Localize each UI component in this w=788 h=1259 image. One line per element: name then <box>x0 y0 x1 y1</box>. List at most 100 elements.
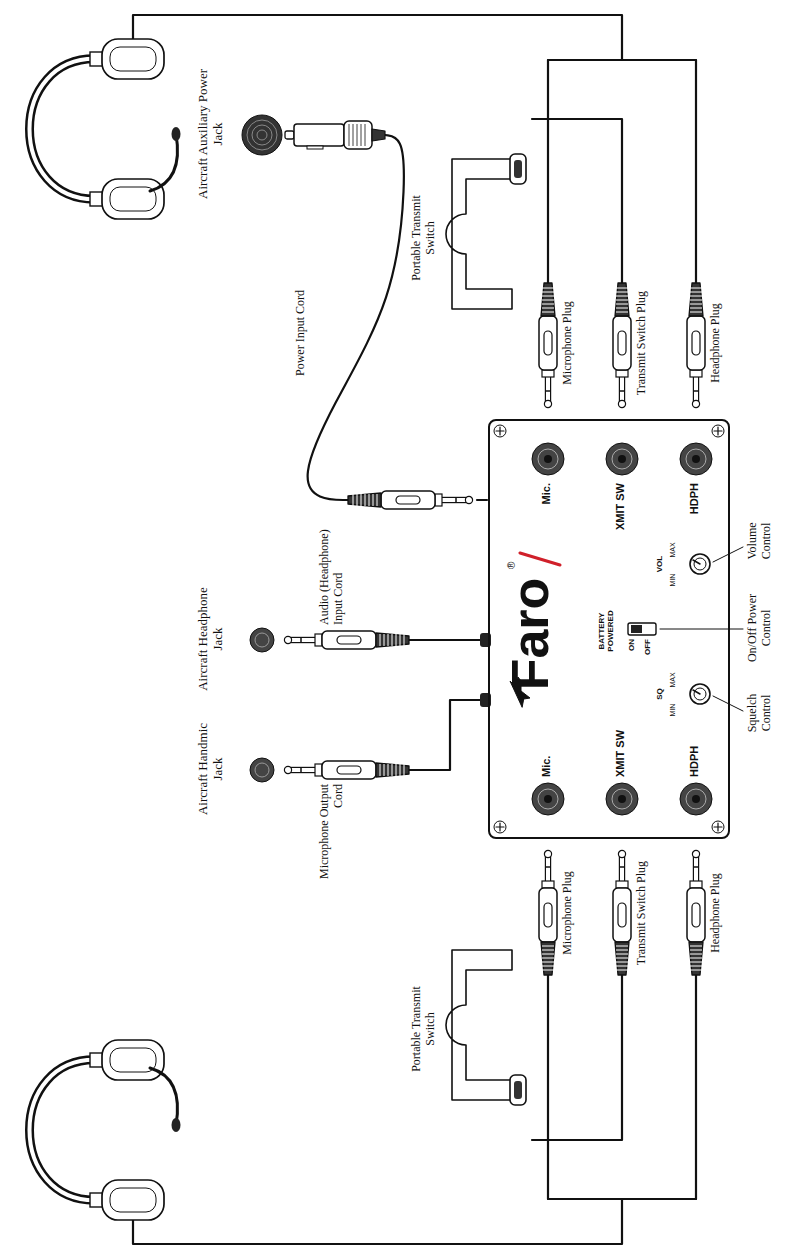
grip-rib <box>357 124 358 146</box>
strain-relief-rib <box>616 308 628 309</box>
strain-relief-rib <box>542 950 554 951</box>
strain-relief-rib <box>616 950 628 951</box>
strain-relief-rib <box>542 962 554 963</box>
strain-relief-rib <box>380 634 381 646</box>
plug-strain-relief <box>348 493 381 507</box>
strain-relief-rib <box>542 300 554 301</box>
aircraft-jack <box>250 758 274 782</box>
plug-shaft <box>693 376 698 402</box>
plug-grip <box>692 331 700 355</box>
plug-shaft <box>290 637 316 642</box>
strain-relief-rib <box>542 970 554 971</box>
plug-grip <box>692 903 700 927</box>
strain-relief-rib <box>616 966 628 967</box>
plug-strain-relief <box>376 633 409 647</box>
cable <box>409 639 481 641</box>
plug-shaft <box>619 856 624 882</box>
earcup <box>102 1040 164 1080</box>
brand-logo: Faro <box>502 569 559 699</box>
jack-label: XMIT SW <box>614 483 626 543</box>
strain-relief-rib <box>690 300 702 301</box>
switch-button <box>510 1075 526 1105</box>
plug-body <box>539 316 557 370</box>
headband <box>30 59 101 199</box>
audio-input-plug <box>284 631 409 649</box>
strain-relief-rib <box>690 292 702 293</box>
cable <box>133 15 622 60</box>
control-knob <box>690 554 710 574</box>
switch-state: OFF <box>644 639 653 675</box>
knob-label: VOL <box>656 549 665 579</box>
plug-tip <box>544 400 551 407</box>
strain-relief-rib <box>616 304 628 305</box>
panel-jack-ring <box>686 789 706 809</box>
plug-shaft <box>545 856 550 882</box>
strain-relief-rib <box>392 634 393 646</box>
panel-jack-hole <box>618 795 626 803</box>
knob-cap <box>694 688 706 700</box>
plug-ring <box>455 497 457 502</box>
earcup <box>102 179 164 219</box>
plug-tip <box>692 850 699 857</box>
strain-relief-rib <box>357 494 358 506</box>
panel-jack-hole <box>544 455 552 463</box>
knob-scale: MIN <box>669 700 677 720</box>
strain-relief-rib <box>616 288 628 289</box>
plug-grip <box>337 766 361 774</box>
leader-line <box>713 696 743 711</box>
jack-label: Mic. <box>540 717 552 777</box>
jack-label: HDPH <box>688 717 700 777</box>
plug-tip <box>284 766 291 773</box>
headset-plug <box>687 283 705 408</box>
plug-label: Microphone Plug <box>561 280 575 406</box>
mic-capsule <box>172 127 181 141</box>
leader-line <box>660 629 743 630</box>
strain-relief-rib <box>404 764 405 776</box>
plug-shaft <box>545 376 550 402</box>
headband <box>30 1060 101 1200</box>
cord-label: Audio (Headphone) Input Cord <box>318 510 346 626</box>
switch-state: ON <box>628 639 637 675</box>
strain-relief-rib <box>384 634 385 646</box>
jack-label: Aircraft Headphone Jack <box>196 583 226 695</box>
panel-jack <box>532 783 564 815</box>
plug-shaft <box>290 767 316 772</box>
mic-boom <box>150 134 178 191</box>
plug-body <box>687 316 705 370</box>
intercom-box: Faro®Mic.XMIT SWHDPHMic.XMIT SWHDPHBATTE… <box>488 419 730 839</box>
panel-jack-hole <box>544 795 552 803</box>
headset-plug <box>613 283 631 408</box>
jack-label: Aircraft Auxiliary Power Jack <box>196 68 226 200</box>
jack-label: Mic. <box>540 483 552 543</box>
plug-strain-relief <box>541 942 555 975</box>
power-plug-tail <box>372 129 385 141</box>
switch-button <box>510 154 526 184</box>
plug-ring <box>300 637 302 642</box>
plug-collar <box>542 881 554 888</box>
aircraft-jack-ring <box>255 633 269 647</box>
strain-relief-rib <box>396 634 397 646</box>
plug-grip <box>337 636 361 644</box>
plug-collar <box>315 764 322 776</box>
plug-strain-relief <box>615 942 629 975</box>
panel-jack-ring <box>686 449 706 469</box>
power-jack-ring <box>247 120 277 150</box>
strain-relief-rib <box>542 312 554 313</box>
plug-ring <box>693 866 698 868</box>
switch-clip <box>446 159 512 309</box>
switch-button-cap <box>514 160 522 178</box>
earcup <box>102 39 164 79</box>
strain-relief-rib <box>690 288 702 289</box>
strain-relief-rib <box>388 634 389 646</box>
power-jack-ring <box>252 125 272 145</box>
screw-slot <box>714 427 722 435</box>
plug-shaft <box>693 856 698 882</box>
panel-jack-ring <box>538 449 558 469</box>
cable <box>695 60 697 283</box>
transmit-switch <box>446 950 526 1105</box>
strain-relief-rib <box>542 308 554 309</box>
strain-relief-rib <box>690 966 702 967</box>
strain-relief-rib <box>616 312 628 313</box>
